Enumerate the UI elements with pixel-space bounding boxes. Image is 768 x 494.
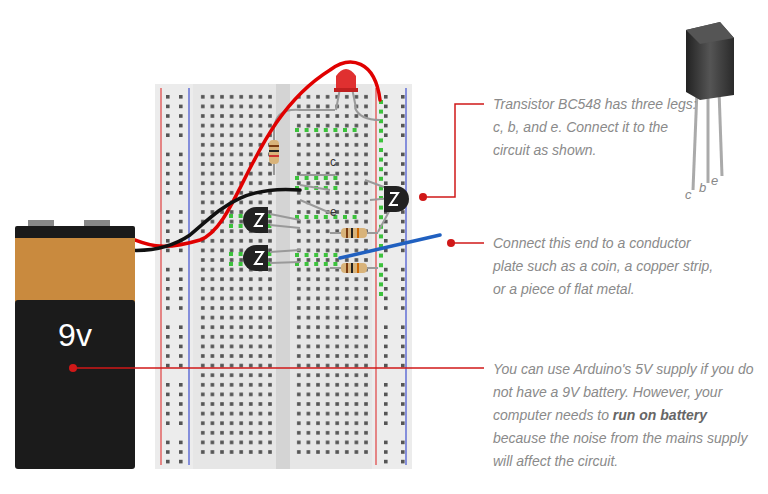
callout-text: because the noise from the mains supply … [493, 430, 747, 469]
pin-label: e [330, 206, 337, 218]
emphasis-text: run on battery [613, 407, 707, 423]
leader-line [73, 104, 484, 368]
red-wire [100, 62, 380, 246]
pin-label: c [330, 156, 336, 168]
blue-wire [340, 235, 440, 258]
breadboard [155, 84, 412, 469]
callout-note: Connect this end to a conductor plate su… [493, 232, 718, 301]
leg-label: e [711, 174, 718, 187]
battery-voltage: 9v [58, 317, 92, 353]
resistor-symbol [269, 128, 279, 175]
resistor-symbol [330, 228, 378, 238]
battery-label-area: 9v [15, 300, 135, 370]
led-symbol [334, 69, 358, 110]
transistor-symbol [243, 186, 409, 271]
callout-note: You can use Arduino's 5V supply if you d… [493, 358, 755, 473]
resistor-symbol [330, 263, 378, 273]
leg-label: c [685, 188, 692, 201]
battery-9v [15, 220, 135, 469]
callout-note: Transistor BC548 has three legs: c, b, a… [493, 93, 703, 162]
leg-label: b [699, 181, 706, 194]
